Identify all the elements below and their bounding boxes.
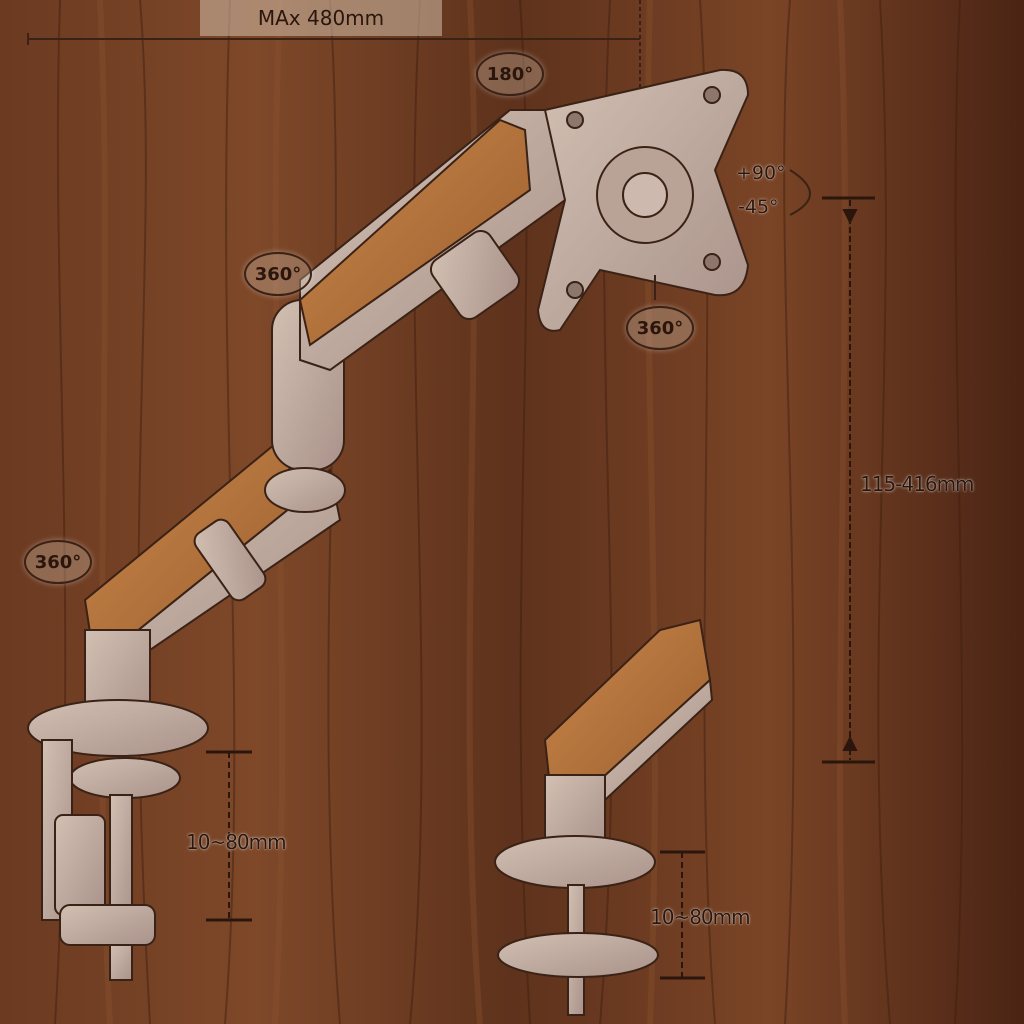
grommet-thickness-dimension [660,850,705,980]
rotation-upper-joint-badge: 360° [244,252,312,296]
height-dimension-line [822,196,875,764]
tilt-arc [789,169,811,216]
clamp-thickness-dimension [206,750,252,922]
max-reach-label: MAx 480mm [200,0,442,36]
upper-arm [298,109,567,372]
tilt-up-label: +90° [736,162,786,184]
rotation-lower-joint-badge: 360° [24,540,92,584]
rotation-180-badge: 180° [476,52,544,96]
vesa-plate [536,68,750,332]
clamp-thickness-label: 10~80mm [186,830,287,854]
grommet-mount [494,618,714,1016]
height-range-label: 115-416mm [860,472,975,496]
rotation-vesa-badge: 360° [626,306,694,350]
clamp-base [27,699,209,981]
tilt-down-label: -45° [738,196,779,218]
grommet-thickness-label: 10~80mm [650,905,751,929]
